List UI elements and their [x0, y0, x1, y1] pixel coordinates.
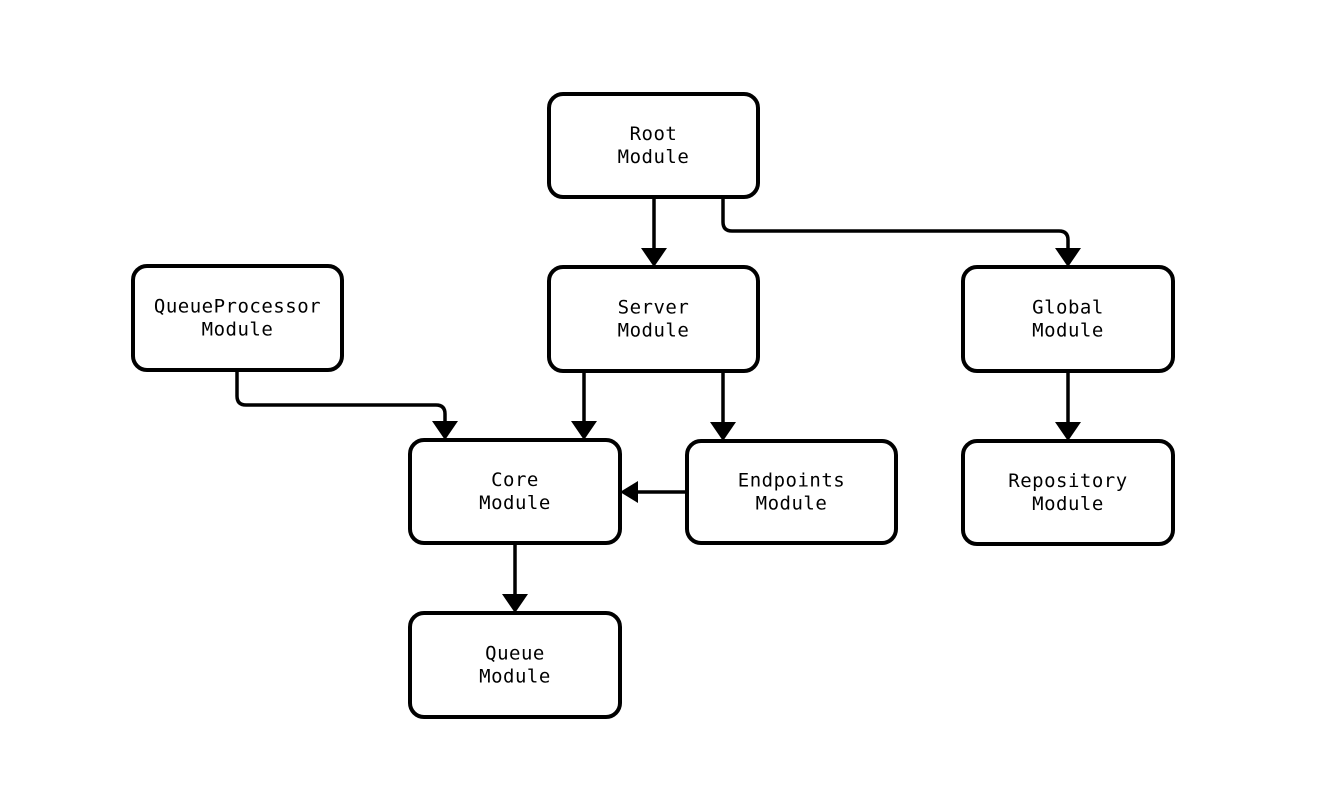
edge-core-to-queue	[502, 543, 528, 613]
node-label-line1: Endpoints	[738, 470, 845, 492]
node-box[interactable]	[408, 611, 622, 719]
node-box[interactable]	[961, 439, 1175, 546]
edge-queueprocessor-to-core	[235, 370, 458, 440]
arrowhead-icon	[571, 421, 597, 440]
node-label-line1: Global	[1032, 297, 1104, 319]
arrowhead-icon	[1055, 422, 1081, 441]
node-label-line2: Module	[202, 319, 274, 341]
node-label-line2: Module	[1032, 320, 1104, 342]
node-box[interactable]	[131, 264, 344, 372]
edge-endpoints-to-core	[620, 481, 687, 503]
node-label-line1: Core	[491, 469, 539, 491]
edge-root-to-global	[721, 197, 1081, 267]
edge-server-to-core	[571, 371, 597, 440]
node-box[interactable]	[961, 265, 1175, 373]
edge-server-to-endpoints	[710, 371, 736, 441]
arrowhead-icon	[620, 481, 638, 503]
node-label-line2: Module	[1032, 493, 1104, 515]
node-label-line2: Module	[618, 146, 690, 168]
edge-root-to-server	[641, 197, 667, 267]
node-label-line2: Module	[618, 320, 690, 342]
arrowhead-icon	[641, 248, 667, 267]
arrowhead-icon	[710, 422, 736, 441]
node-box[interactable]	[408, 438, 622, 545]
node-box[interactable]	[685, 439, 898, 545]
node-label-line2: Module	[479, 666, 551, 688]
node-label-line1: Server	[618, 297, 690, 319]
node-label-line2: Module	[479, 492, 551, 514]
node-label-line1: QueueProcessor	[154, 296, 321, 318]
node-label-line1: Root	[630, 123, 678, 145]
node-label-line1: Repository	[1008, 470, 1127, 492]
nodes-layer: RootModuleQueueProcessorModuleServerModu…	[131, 92, 1175, 719]
arrowhead-icon	[1055, 248, 1081, 267]
edges-layer	[235, 197, 1081, 613]
edge-global-to-repository	[1055, 371, 1081, 441]
node-box[interactable]	[547, 92, 760, 199]
node-box[interactable]	[547, 265, 760, 373]
node-label-line2: Module	[756, 493, 828, 515]
edge-line	[721, 197, 1070, 253]
arrowhead-icon	[432, 421, 458, 440]
edge-line	[235, 370, 447, 426]
node-label-line1: Queue	[485, 643, 545, 665]
arrowhead-icon	[502, 594, 528, 613]
